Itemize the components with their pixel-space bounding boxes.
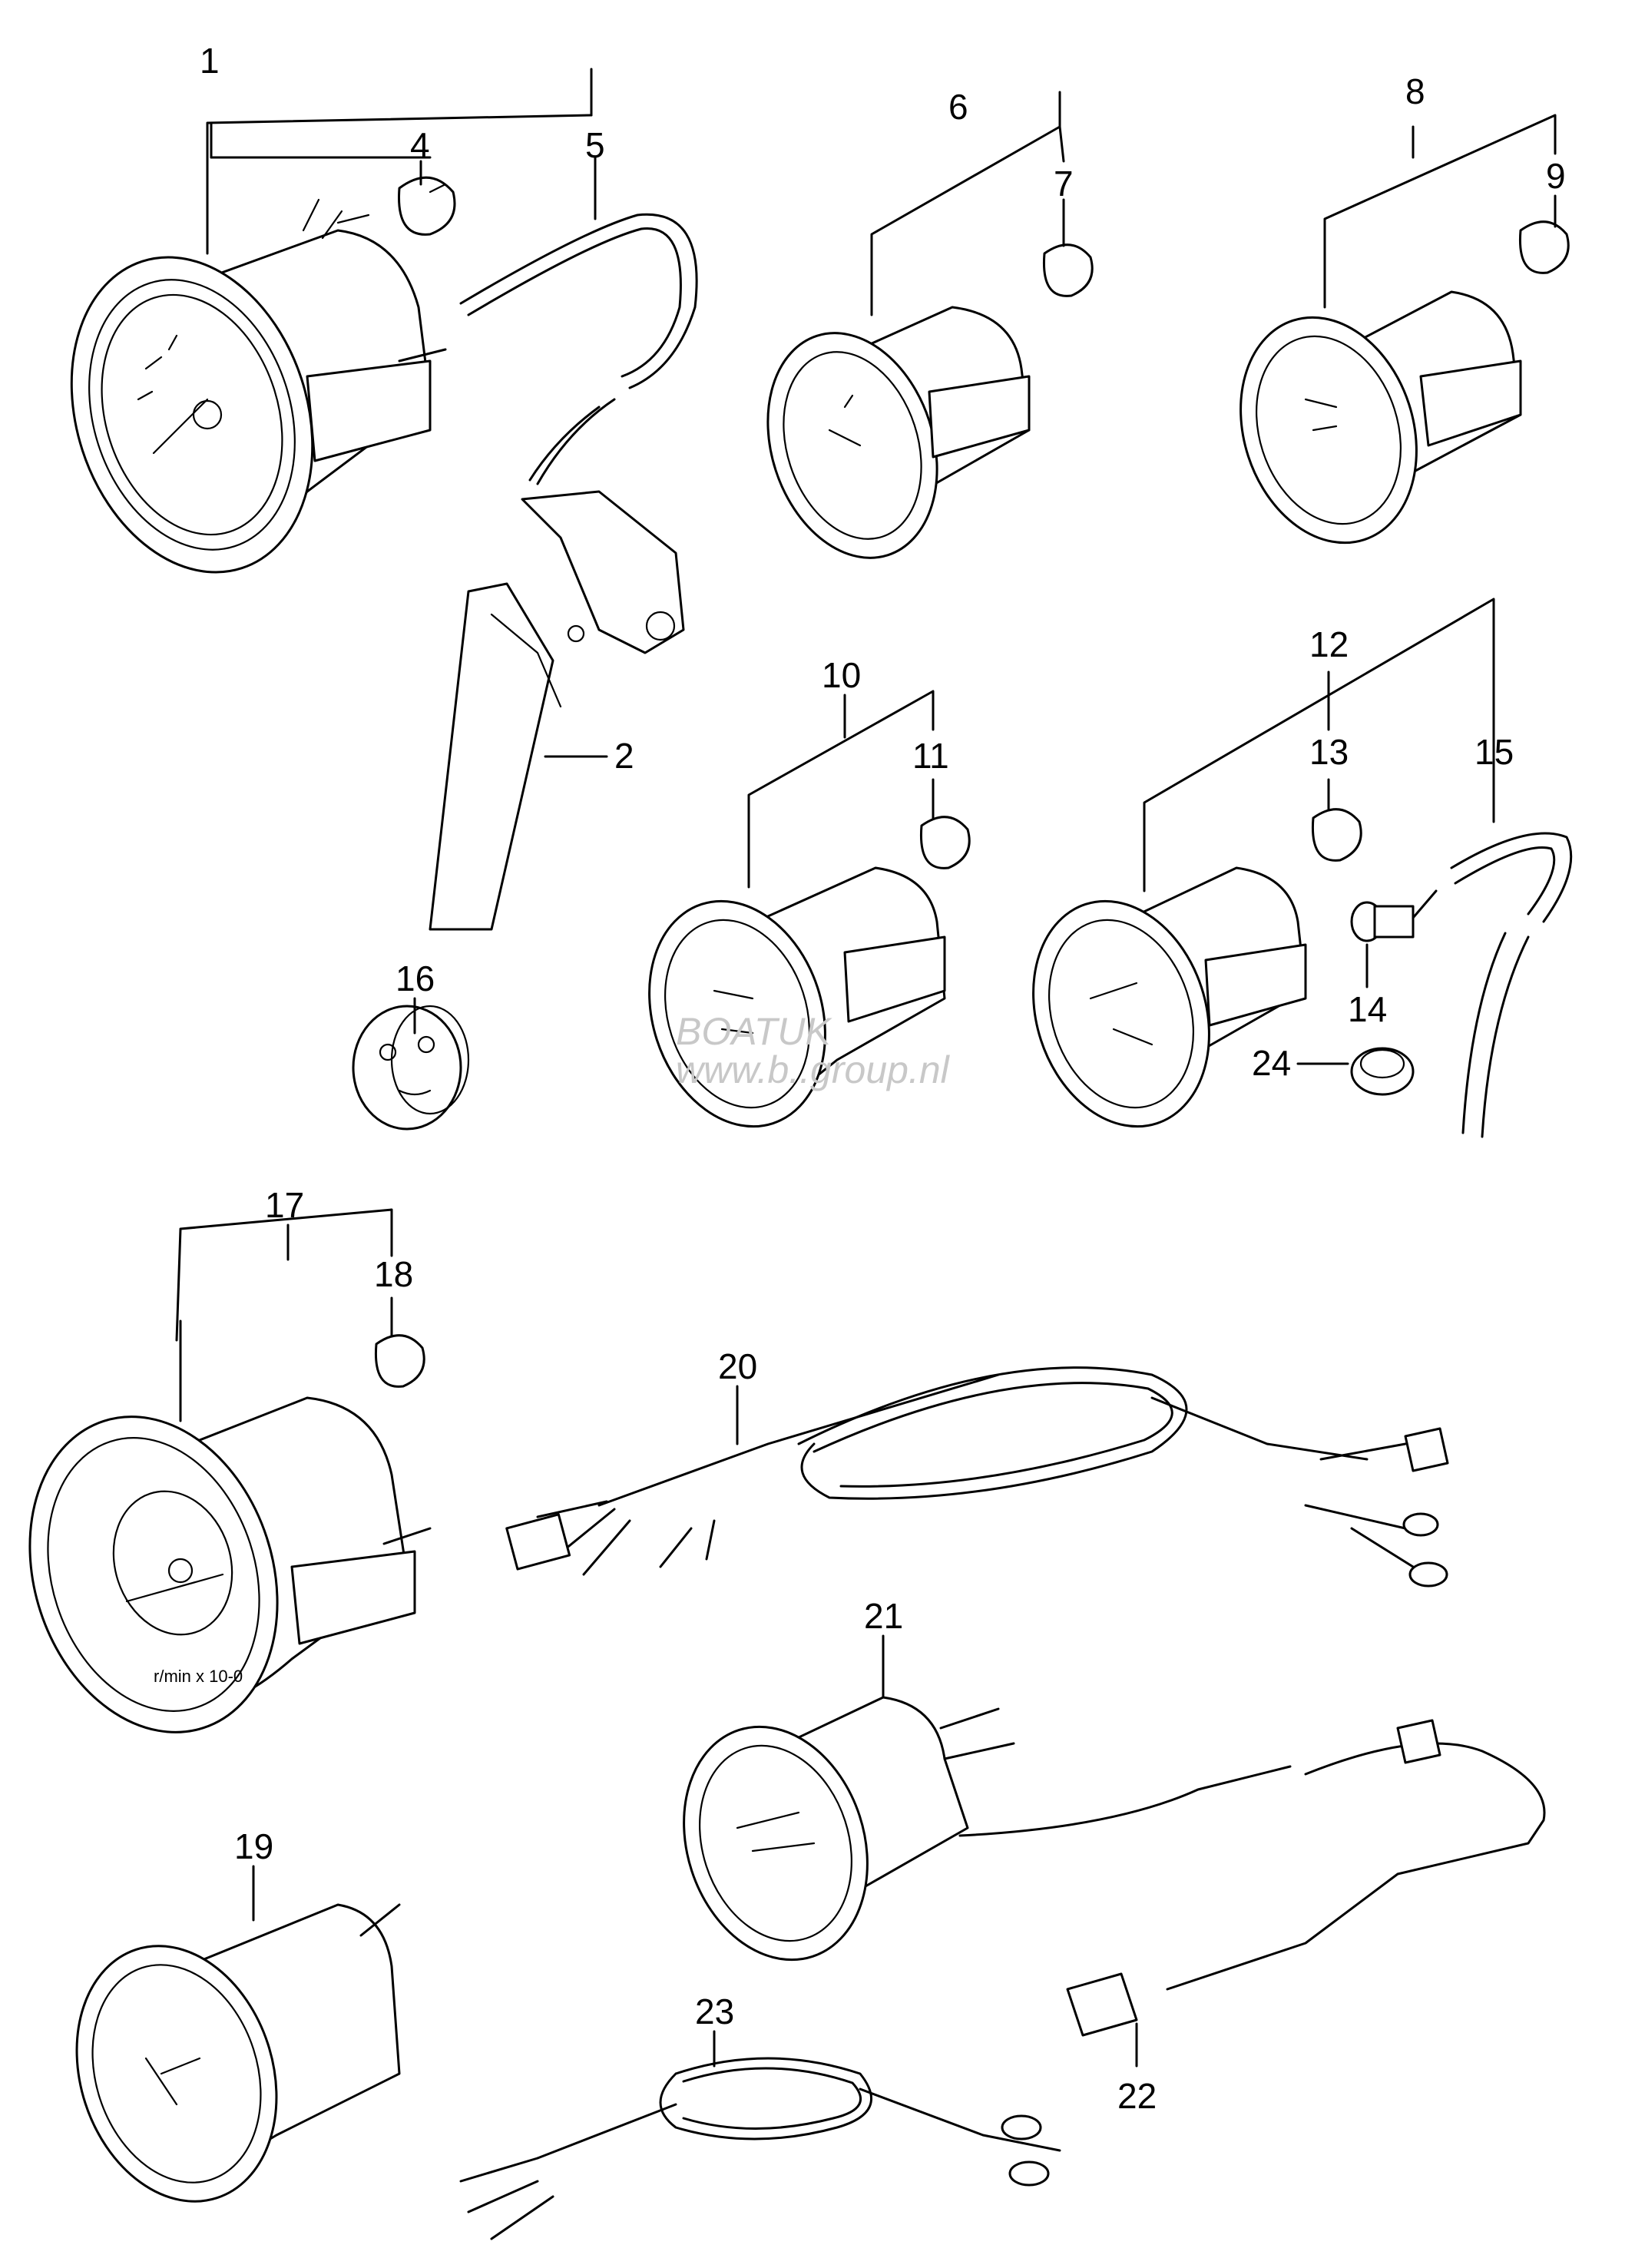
grommet-24 (1350, 1047, 1415, 1096)
gauge-1 (70, 198, 447, 574)
callout-19: 19 (234, 1826, 273, 1866)
callout-20: 20 (718, 1346, 757, 1386)
callout-11: 11 (912, 736, 949, 776)
callout-2: 2 (614, 736, 634, 776)
hose-5-lower (536, 398, 616, 485)
tach-scale-text: r/min x 10-0 (154, 1667, 243, 1686)
hose-5-lower-inner (528, 406, 601, 482)
harness-20 (505, 1366, 1449, 1588)
harness-23 (459, 2057, 1061, 2240)
leader-1 (206, 114, 593, 255)
bulb-13 (1311, 808, 1362, 862)
bulb-9 (1518, 220, 1570, 274)
callout-16: 16 (396, 959, 435, 998)
callout-1: 1 (200, 41, 220, 81)
leader-12 (1143, 598, 1495, 892)
watermark-line2: www.b..group.nl (676, 1048, 951, 1091)
gauge-21 (683, 1696, 1546, 2037)
callout-13: 13 (1309, 732, 1349, 772)
leader-6 (870, 125, 1065, 316)
grommet-16 (352, 1005, 470, 1131)
hose-15-lower (1481, 935, 1530, 1138)
callout-14: 14 (1348, 989, 1387, 1029)
hose-15-inner (1454, 846, 1556, 915)
hose-5 (459, 213, 698, 389)
callout-22: 22 (1117, 2076, 1157, 2116)
gauge-19 (75, 1903, 401, 2203)
callout-17: 17 (265, 1185, 304, 1225)
bulb-11 (919, 816, 971, 869)
hose-15 (1450, 832, 1573, 923)
leader-10 (747, 690, 935, 889)
callout-8: 8 (1405, 71, 1425, 111)
gauge-8 (1239, 290, 1522, 545)
callout-18: 18 (374, 1254, 413, 1294)
callout-6: 6 (948, 87, 968, 127)
callout-4: 4 (410, 125, 430, 165)
sender-14 (1350, 889, 1438, 942)
gauge-6 (766, 306, 1031, 559)
callout-7: 7 (1054, 164, 1074, 204)
gauge-10 (648, 866, 946, 1128)
bulb-4 (398, 176, 456, 236)
leader-8 (1323, 114, 1557, 309)
callout-9: 9 (1546, 156, 1566, 196)
callout-24: 24 (1252, 1043, 1291, 1083)
callout-10: 10 (822, 655, 861, 695)
callout-15: 15 (1474, 732, 1514, 772)
callout-21: 21 (864, 1596, 903, 1636)
bracket-2 (429, 490, 685, 931)
hose-5-inner (467, 227, 682, 378)
callout-5: 5 (585, 125, 605, 165)
tachometer-17: r/min x 10-0 (28, 1396, 432, 1733)
watermark-line1: BOATUK (676, 1010, 833, 1053)
bulb-18 (374, 1334, 425, 1388)
bulb-7 (1042, 243, 1094, 297)
gauge-12 (1032, 866, 1307, 1128)
callout-23: 23 (695, 1992, 734, 2031)
callout-12: 12 (1309, 624, 1349, 664)
leader-17 (175, 1208, 393, 1422)
hose-15-lower-inner (1461, 932, 1507, 1134)
